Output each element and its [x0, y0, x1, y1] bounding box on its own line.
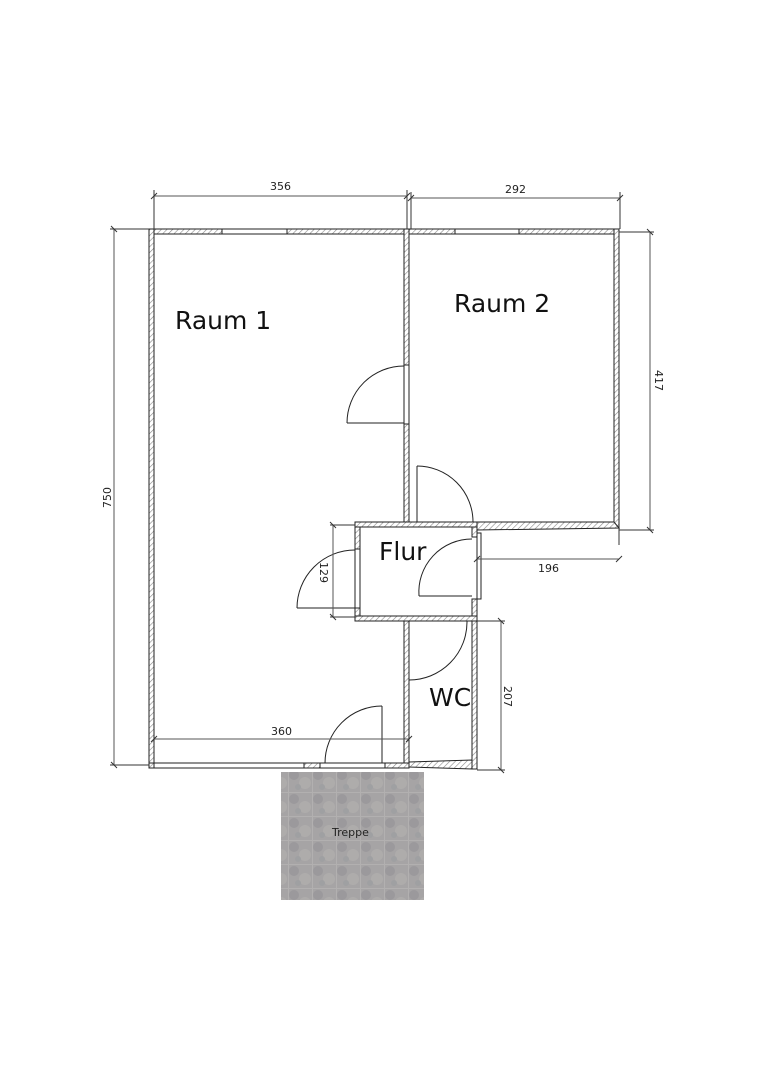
wall-left — [148, 228, 155, 769]
wall-right-raum2 — [613, 228, 620, 529]
wall-flur-right-top — [471, 526, 478, 538]
window-flur — [476, 532, 482, 600]
wall-top-r2-left — [408, 228, 456, 235]
door-icon — [296, 549, 356, 609]
dim-label-bottom-width: 360 — [271, 725, 292, 738]
wall-bottom-segment — [303, 762, 321, 769]
dim-label-top-right: 292 — [505, 183, 526, 196]
wall-top-r2-right — [518, 228, 620, 235]
wall-wc-left — [403, 620, 410, 768]
dim-label-flur-right-width: 196 — [538, 562, 559, 575]
stairs-area — [281, 772, 424, 900]
room-label-raum2: Raum 2 — [454, 289, 550, 318]
dim-label-flur-height: 129 — [317, 562, 330, 583]
wall-divider-lower — [403, 423, 410, 523]
wall-flur-bottom — [354, 615, 478, 622]
wall-flur-right-bottom — [471, 598, 478, 617]
dim-label-wc-height: 207 — [501, 686, 514, 707]
dim-label-raum2-height: 417 — [652, 370, 665, 391]
door-icon — [418, 538, 473, 597]
dimensions — [110, 190, 654, 774]
window-raum2 — [454, 228, 520, 235]
doors — [296, 365, 474, 764]
wall-top-mid — [286, 228, 410, 235]
wall-bottom-raum2 — [476, 521, 621, 531]
wall-flur-top — [354, 521, 478, 528]
room-label-raum1: Raum 1 — [175, 306, 271, 335]
wall-top-left — [148, 228, 223, 235]
wall-wc-bottom — [408, 759, 473, 770]
room-label-wc: WC — [429, 683, 471, 712]
wall-bottom-right — [384, 762, 410, 769]
door-icon — [346, 365, 405, 424]
dim-label-left-height: 750 — [101, 487, 114, 508]
wall-divider-upper — [403, 228, 410, 366]
stairs-label: Treppe — [331, 826, 369, 839]
dim-label-top-left: 356 — [270, 180, 291, 193]
window-raum1 — [221, 228, 288, 235]
door-icon — [416, 465, 474, 523]
wall-flur-left-top — [354, 526, 361, 550]
walls — [148, 228, 621, 770]
room-label-flur: Flur — [379, 537, 427, 566]
wall-wc-right — [471, 620, 478, 770]
door-icon — [324, 705, 383, 764]
door-icon — [408, 620, 468, 681]
